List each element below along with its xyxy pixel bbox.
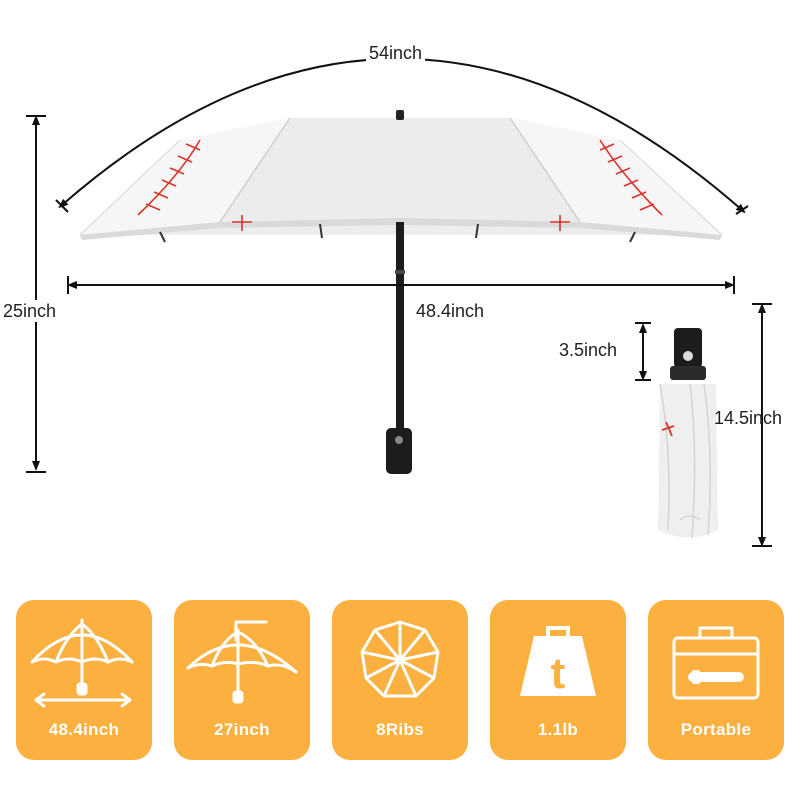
feature-card-width: 48.4inch bbox=[16, 600, 152, 760]
open-umbrella bbox=[79, 110, 723, 474]
weight-icon: t bbox=[520, 626, 596, 698]
folded-length-label: 14.5inch bbox=[714, 408, 783, 428]
feature-card-portable: Portable bbox=[648, 600, 784, 760]
width-label: 48.4inch bbox=[416, 301, 485, 321]
umbrella-illustration bbox=[26, 57, 772, 547]
open-umbrella-width-icon bbox=[30, 618, 134, 708]
feature-label: 8Ribs bbox=[376, 720, 424, 739]
feature-label: Portable bbox=[680, 720, 752, 739]
umbrella-length-icon bbox=[186, 620, 298, 704]
handle-height-label: 3.5inch bbox=[556, 339, 621, 361]
span-label: 54inch bbox=[366, 42, 426, 64]
folded-umbrella bbox=[658, 328, 718, 539]
height-label: 25inch bbox=[0, 300, 60, 322]
briefcase-icon bbox=[672, 626, 760, 700]
ribs-icon bbox=[360, 620, 440, 698]
svg-text:t: t bbox=[551, 649, 566, 698]
feature-cards: 48.4inch 27inch bbox=[16, 600, 784, 760]
feature-label: 1.1lb bbox=[537, 720, 579, 739]
umbrella-handle bbox=[386, 428, 412, 474]
feature-card-ribs: 8Ribs bbox=[332, 600, 468, 760]
feature-card-length: 27inch bbox=[174, 600, 310, 760]
product-diagram: 54inch 25inch 48.4inch 3.5inch 14.5inch bbox=[0, 42, 783, 547]
feature-card-weight: t 1.1lb bbox=[490, 600, 626, 760]
feature-label: 48.4inch bbox=[48, 720, 120, 739]
feature-label: 27inch bbox=[214, 720, 270, 739]
